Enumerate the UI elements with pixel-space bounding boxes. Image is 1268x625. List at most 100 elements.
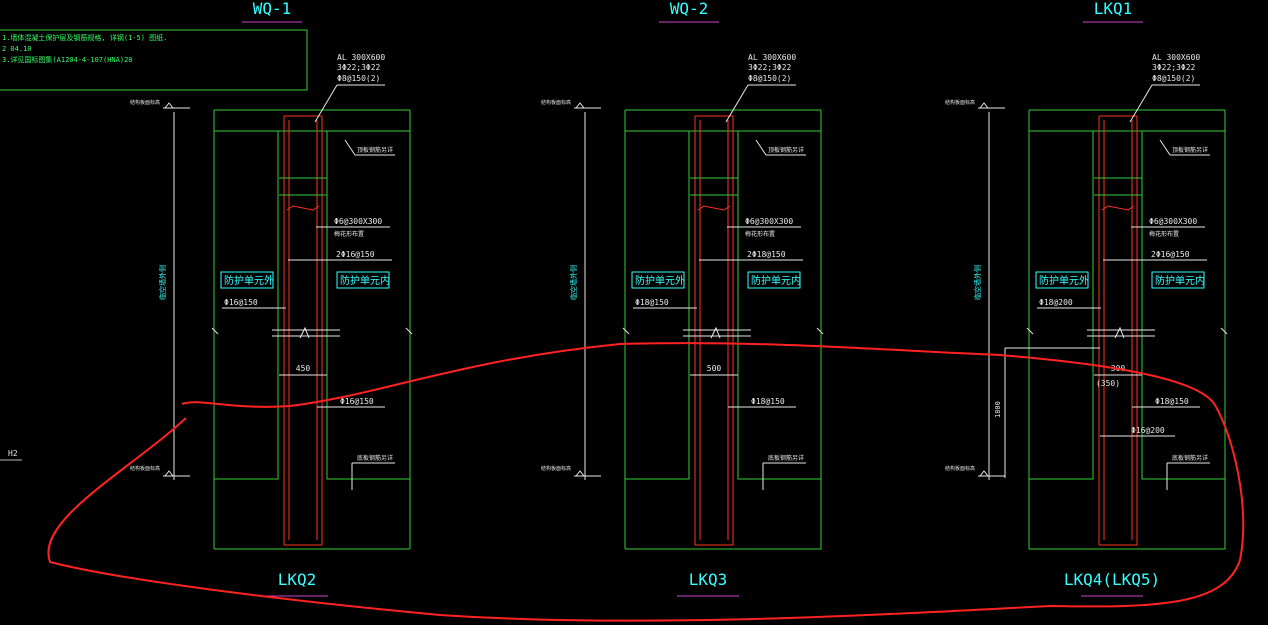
vert-bar-label: Φ18@150 xyxy=(635,298,669,307)
break-tick xyxy=(622,327,630,335)
inside-box-label: 防护单元内 xyxy=(1155,274,1205,287)
side-label: H2 xyxy=(8,449,18,458)
break-tick xyxy=(211,327,219,335)
outside-box xyxy=(631,271,685,289)
vert-bar-label: Φ18@200 xyxy=(1039,298,1073,307)
beam-leader xyxy=(1129,84,1153,123)
elev-bottom-label: 结构板面标高 xyxy=(130,465,160,472)
vert-bar-label: Φ16@150 xyxy=(224,298,258,307)
bottom-bar-label: Φ16@150 xyxy=(340,397,374,406)
outside-box-label: 防护单元外 xyxy=(224,274,274,287)
tie-label: Φ6@300X300 xyxy=(1149,217,1197,226)
panel-title: LKQ4(LKQ5) xyxy=(1064,570,1160,589)
bottom-note: 底板钢筋另详 xyxy=(1172,454,1208,462)
drawing-title: WQ-1 xyxy=(253,0,292,18)
break-zigzag xyxy=(710,326,721,339)
break-zigzag xyxy=(299,326,310,339)
elev-bottom-label: 结构板面标高 xyxy=(541,465,571,472)
top-note-leader xyxy=(755,139,767,156)
panel-title: LKQ2 xyxy=(278,570,317,589)
elev-top-label: 结构板面标高 xyxy=(945,99,975,106)
break-tick-2 xyxy=(816,327,824,335)
beam-stirrup-label: Φ8@150(2) xyxy=(748,74,791,83)
inside-box xyxy=(1151,271,1205,289)
elev-bottom-label: 结构板面标高 xyxy=(945,465,975,472)
beam-label: AL 300X600 xyxy=(748,53,796,62)
break-tick-2 xyxy=(1220,327,1228,335)
drawing-title: WQ-2 xyxy=(670,0,709,18)
tie-hook xyxy=(286,205,320,211)
tie-hook xyxy=(1101,205,1135,211)
inside-box-label: 防护单元内 xyxy=(751,274,801,287)
elev-triangle-2 xyxy=(979,470,989,477)
beam-rebar-label: 3Φ22;3Φ22 xyxy=(748,63,792,72)
width-dim: 450 xyxy=(296,364,311,373)
outside-box-label: 防护单元外 xyxy=(635,274,685,287)
elev-triangle xyxy=(575,102,585,109)
beam-label: AL 300X600 xyxy=(1152,53,1200,62)
break-zigzag xyxy=(1114,326,1125,339)
beam-stirrup-label: Φ8@150(2) xyxy=(337,74,380,83)
elev-triangle-2 xyxy=(164,470,174,477)
horiz-bar-label: 2Φ16@150 xyxy=(336,250,375,259)
break-tick xyxy=(1026,327,1034,335)
elev-top-label: 结构板面标高 xyxy=(541,99,571,106)
bottom-note: 底板钢筋另详 xyxy=(357,454,393,462)
beam-leader xyxy=(725,84,749,123)
elev-triangle xyxy=(979,102,989,109)
horiz-bar-label: 2Φ16@150 xyxy=(1151,250,1190,259)
beam-rebar-label: 3Φ22;3Φ22 xyxy=(337,63,381,72)
top-title-1: WQ-2 xyxy=(659,0,719,23)
bottom-bar-label: Φ18@150 xyxy=(1155,397,1189,406)
outer-side-label: 临空墙外侧 xyxy=(973,265,982,300)
note-box-frame xyxy=(0,29,308,91)
elev-triangle-2 xyxy=(575,470,585,477)
outside-box-label: 防护单元外 xyxy=(1039,274,1089,287)
tie-label: Φ6@300X300 xyxy=(334,217,382,226)
tie-label: Φ6@300X300 xyxy=(745,217,793,226)
bottom-note: 底板钢筋另详 xyxy=(768,454,804,462)
break-tick-2 xyxy=(405,327,413,335)
tie-note: 梅花形布置 xyxy=(334,230,364,238)
top-note-leader xyxy=(344,139,356,156)
top-note: 顶板钢筋另详 xyxy=(768,146,804,154)
markup-circle xyxy=(47,342,1245,622)
beam-rebar-label: 3Φ22;3Φ22 xyxy=(1152,63,1196,72)
right-room xyxy=(737,130,821,480)
width-dim: 500 xyxy=(707,364,722,373)
outside-box xyxy=(1035,271,1089,289)
top-note-leader xyxy=(1159,139,1171,156)
inside-box-label: 防护单元内 xyxy=(340,274,390,287)
tie-note: 梅花形布置 xyxy=(745,230,775,238)
inside-box xyxy=(336,271,390,289)
horiz-bar-label: 2Φ18@150 xyxy=(747,250,786,259)
beam-leader xyxy=(314,84,338,123)
panel-title: LKQ3 xyxy=(689,570,728,589)
note-line: 3.详见国标图集(A1204-4-107(HNA)20 xyxy=(2,55,133,64)
tie-hook xyxy=(697,205,731,211)
bottom-bar-label: Φ18@150 xyxy=(751,397,785,406)
beam-label: AL 300X600 xyxy=(337,53,385,62)
top-title-2: LKQ1 xyxy=(1083,0,1143,23)
drawing-title: LKQ1 xyxy=(1094,0,1133,18)
inside-box xyxy=(747,271,801,289)
bottom-bar-label-2: Φ16@200 xyxy=(1131,426,1165,435)
note-line: 2 04.10 xyxy=(2,45,32,53)
outside-box xyxy=(220,271,274,289)
note-box: 1.墙体混凝土保护层及钢筋规格, 详钢(1-5) 图纸. 2 04.10 3.详见国… xyxy=(0,29,308,91)
outer-side-label: 临空墙外侧 xyxy=(569,265,578,300)
top-note: 顶板钢筋另详 xyxy=(1172,146,1208,154)
tie-note: 梅花形布置 xyxy=(1149,230,1179,238)
top-title-0: WQ-1 xyxy=(242,0,302,23)
width-dim-alt: (350) xyxy=(1096,379,1120,388)
note-line: 1.墙体混凝土保护层及钢筋规格, 详钢(1-5) 图纸. xyxy=(2,33,167,42)
elev-triangle xyxy=(164,102,174,109)
outer-side-label: 临空墙外侧 xyxy=(158,265,167,300)
top-note: 顶板钢筋另详 xyxy=(357,146,393,154)
right-room xyxy=(326,130,410,480)
side-dim: 1800 xyxy=(994,401,1002,418)
elev-top-label: 结构板面标高 xyxy=(130,99,160,106)
